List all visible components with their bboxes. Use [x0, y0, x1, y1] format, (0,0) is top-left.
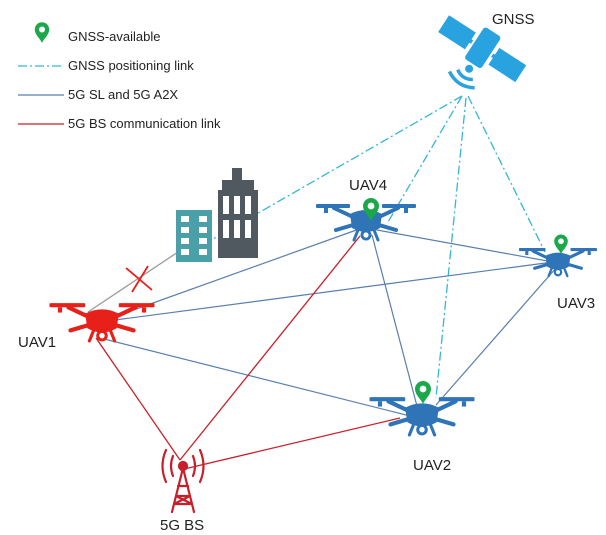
- legend-bs-link: 5G BS communication link: [68, 116, 221, 131]
- sl-link-uav1-uav3: [99, 261, 554, 323]
- legend-gnss-available: GNSS-available: [68, 29, 161, 44]
- legend: GNSS-available GNSS positioning link 5G …: [18, 22, 221, 131]
- bs-link-group: [95, 235, 401, 471]
- sl-link-uav1-uav2: [99, 337, 419, 419]
- cell-tower-icon: [161, 448, 205, 514]
- bs-label: 5G BS: [160, 517, 204, 534]
- uav2-label: UAV2: [413, 457, 451, 474]
- blocked-link-group: [87, 243, 191, 313]
- sl-link-uav3-uav2: [435, 267, 557, 406]
- gnss-link-uav3: [467, 95, 546, 253]
- sl-link-uav4-uav2: [371, 234, 419, 411]
- building-icon: [176, 168, 258, 262]
- sl-link-uav4-uav3: [365, 227, 554, 263]
- gnss-link-uav4: [387, 95, 463, 223]
- uav3-label: UAV3: [557, 295, 595, 312]
- satellite-icon: [438, 15, 527, 90]
- bs-link-uav2: [179, 417, 401, 471]
- uav1-drone-icon: [50, 303, 155, 341]
- legend-gnss-link: GNSS positioning link: [68, 58, 194, 73]
- blocked-cross-icon: [125, 265, 153, 293]
- gnss-label: GNSS: [492, 11, 535, 28]
- uav4-label: UAV4: [349, 177, 387, 194]
- uav2-drone-icon: [370, 397, 475, 435]
- bs-link-uav4: [179, 235, 361, 461]
- gnss-link-building: [179, 95, 463, 259]
- uav3-location-pin-icon: [554, 234, 568, 254]
- uav1-label: UAV1: [18, 334, 56, 351]
- uav3-drone-icon: [517, 246, 599, 278]
- gnss-link-uav2: [435, 97, 467, 399]
- uav2-location-pin-icon: [415, 381, 431, 404]
- sl-link-group: [99, 227, 557, 419]
- gnss-link-group: [179, 95, 546, 399]
- legend-sl-a2x: 5G SL and 5G A2X: [68, 87, 178, 102]
- bs-link-uav1: [95, 337, 181, 461]
- legend-location-pin-icon: [34, 22, 50, 43]
